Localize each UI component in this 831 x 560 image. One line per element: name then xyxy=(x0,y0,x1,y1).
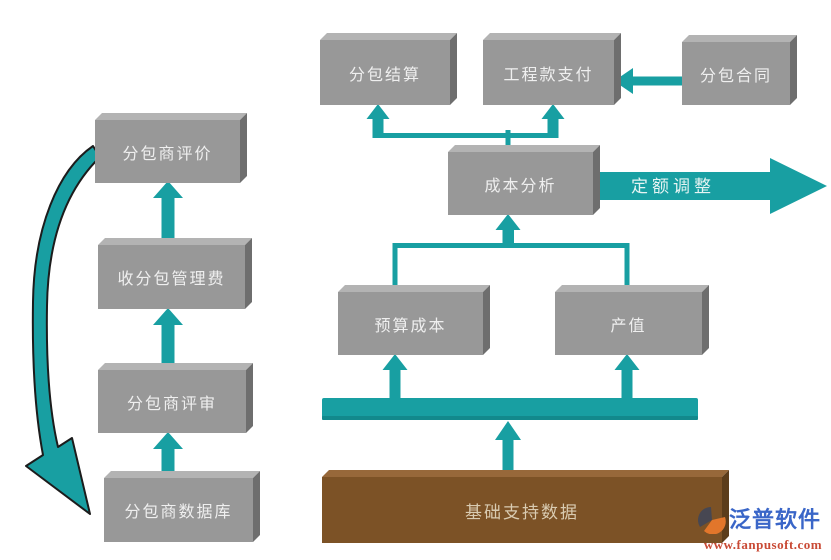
connector-mid-right-stem xyxy=(624,246,630,292)
fanpu-logo-url: www.fanpusoft.com xyxy=(703,537,823,552)
support-bar-shade xyxy=(322,416,698,420)
node-subcontract-settlement: 分包结算 xyxy=(320,40,450,105)
node-label: 分包商评价 xyxy=(122,145,213,163)
support-bar xyxy=(322,398,698,420)
fanpu-watermark: 泛普软件 www.fanpusoft.com xyxy=(698,503,830,553)
node-base-support-data: 基础支持数据 xyxy=(322,477,722,543)
node-subcontractor-review: 分包商评审 xyxy=(98,370,246,433)
arrow-fee-to-evaluation xyxy=(153,181,183,245)
arrow-bar-to-budget-cost xyxy=(382,354,408,412)
node-label: 分包结算 xyxy=(348,66,421,84)
node-budget-cost: 预算成本 xyxy=(338,292,483,355)
node-subcontractor-database: 分包商数据库 xyxy=(104,478,253,542)
quota-adjustment-arrow xyxy=(593,158,827,214)
arrow-review-to-fee xyxy=(153,308,183,370)
quota-adjustment-label: 定额调整 xyxy=(631,177,715,196)
arrow-database-to-review xyxy=(153,432,183,478)
node-output-value: 产值 xyxy=(555,292,702,355)
node-subcontract-contract: 分包合同 xyxy=(682,42,790,105)
connector-top-horizontal xyxy=(372,133,559,138)
node-label: 产值 xyxy=(610,317,647,335)
node-subcontractor-evaluation: 分包商评价 xyxy=(95,120,240,183)
node-collect-management-fee: 收分包管理费 xyxy=(98,245,245,309)
node-label: 收分包管理费 xyxy=(117,271,226,288)
arrow-to-settlement xyxy=(366,104,390,138)
arrow-bar-to-output-value xyxy=(614,354,640,412)
arrow-to-cost-analysis xyxy=(495,214,521,248)
connector-mid-left-stem xyxy=(392,246,398,292)
node-label: 基础支持数据 xyxy=(465,502,579,522)
arrow-to-payment xyxy=(541,104,565,138)
node-label: 成本分析 xyxy=(484,177,557,195)
node-label: 预算成本 xyxy=(374,317,447,335)
fanpu-logo-text: 泛普软件 xyxy=(729,507,822,532)
node-label: 分包合同 xyxy=(699,67,772,85)
node-label: 分包商评审 xyxy=(126,395,217,413)
node-project-payment: 工程款支付 xyxy=(483,40,614,105)
connector-top-stem xyxy=(505,130,511,152)
node-cost-analysis: 成本分析 xyxy=(448,152,593,215)
arrow-basedata-to-bar xyxy=(495,421,521,477)
loop-back-arrow xyxy=(25,145,101,515)
node-label: 工程款支付 xyxy=(503,66,594,84)
arrow-contract-to-payment xyxy=(614,68,683,94)
node-label: 分包商数据库 xyxy=(124,504,233,521)
fanpu-logo-icon xyxy=(698,506,726,534)
